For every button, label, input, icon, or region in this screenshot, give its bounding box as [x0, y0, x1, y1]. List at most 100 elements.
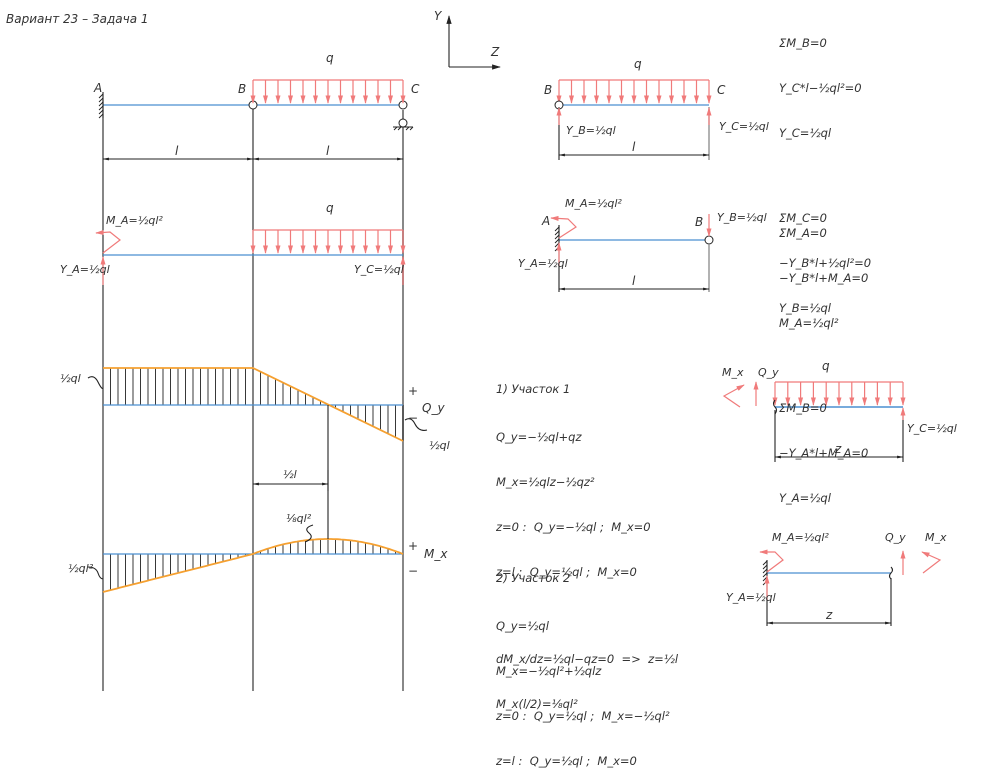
bending-moment-diagram: ⅛ql² ½ql² + − M_x	[68, 470, 448, 593]
section-title: 2) Участок 2	[496, 571, 571, 585]
fixed-support-A	[98, 92, 104, 119]
load-label-q: q	[326, 201, 334, 215]
reaction-label-B: Y_B=½ql	[717, 211, 767, 224]
shear-force-diagram: ½ql ½ql + − Q_y ½l	[60, 367, 450, 491]
point-label-A: A	[93, 81, 102, 95]
shear-curve	[103, 367, 404, 442]
shear-name: Q_y	[422, 401, 445, 415]
mx-label: M_x	[925, 531, 947, 544]
point-label-A: A	[541, 214, 550, 228]
half-l-label: ½l	[283, 468, 297, 481]
leader-line	[87, 376, 104, 389]
distributed-load-q	[556, 79, 712, 104]
equation-line: Y_A=½ql	[779, 491, 831, 505]
equation-line: z=0 : Q_y=½ql ; M_x=−½ql²	[496, 709, 670, 723]
equation-line: z=0 : Q_y=−½ql ; M_x=0	[496, 520, 651, 534]
moment-curve	[102, 538, 404, 593]
equations-BC: ΣM_B=0 Y_C*l−½ql²=0 Y_C=½ql ΣM_C=0 −Y_B*…	[779, 6, 871, 331]
equation-line: ΣM_A=0	[779, 226, 827, 240]
load-label-q: q	[822, 359, 830, 373]
section2-equations: 2) Участок 2 Q_y=½ql M_x=−½ql²+½qlz z=0 …	[496, 541, 670, 784]
moment-label-A: M_A=½ql²	[772, 531, 829, 544]
leader-line	[87, 566, 104, 580]
page-title: Вариант 23 – Задача 1	[6, 12, 149, 26]
sub-beam-BC: q B C Y_B=½ql Y_C=½ql l	[544, 57, 769, 160]
reaction-label-C: Y_C=½ql	[907, 422, 957, 435]
equation-line: dM_x/dz=½ql−qz=0 => z=½l	[496, 652, 679, 666]
moment-arrow-A	[759, 549, 784, 573]
span-label: l	[632, 140, 636, 154]
reactions-diagram: q M_A=½ql² Y_A=½ql Y_C=½ql	[60, 201, 406, 285]
mx-label: M_x	[722, 366, 744, 379]
equation-line: M_A=½ql²	[779, 316, 839, 330]
reaction-label-A: Y_A=½ql	[60, 263, 110, 276]
distributed-load-q	[772, 381, 906, 406]
qy-label: Q_y	[885, 531, 906, 544]
point-label-B: B	[238, 82, 246, 96]
equation-line: z=l : Q_y=½ql ; M_x=0	[496, 565, 637, 579]
load-label-q: q	[634, 57, 642, 71]
moment-plus: +	[408, 539, 418, 553]
shear-minus: −	[408, 411, 418, 425]
point-label-C: C	[411, 82, 420, 96]
cut-mark	[772, 399, 778, 415]
drawing-canvas: Y Z A B C q l l q M_A	[60, 9, 957, 691]
span-label: z	[825, 608, 833, 622]
leader-line	[404, 418, 428, 431]
shear-left-value: ½ql	[60, 372, 81, 385]
equation-spacer	[779, 171, 871, 181]
point-label-B: B	[695, 215, 703, 229]
z-axis-label: Z	[490, 45, 500, 59]
reaction-label-C: Y_C=½ql	[719, 120, 769, 133]
moment-name: M_x	[424, 547, 448, 561]
section1-equations: 1) Участок 1 Q_y=−½ql+qz M_x=½qlz−½qz² z…	[496, 352, 678, 727]
equation-line: Q_y=½ql	[496, 619, 549, 633]
cut-mark	[888, 566, 894, 580]
equation-line: ΣM_C=0	[779, 211, 827, 225]
equation-line: −Y_B*l+½ql²=0	[779, 256, 872, 270]
roller-support-C	[393, 118, 414, 131]
y-axis-label: Y	[434, 9, 443, 23]
point-label-B: B	[544, 83, 552, 97]
equation-line: M_x=−½ql²+½qlz	[496, 664, 602, 678]
qy-label: Q_y	[758, 366, 779, 379]
span-label: z	[834, 442, 842, 456]
equation-line: ΣM_B=0	[779, 36, 827, 50]
distributed-load-q	[250, 79, 406, 104]
moment-arrow	[722, 384, 745, 408]
reaction-label-A: Y_A=½ql	[726, 591, 776, 604]
span-label-AB: l	[175, 144, 179, 158]
hinge-B	[704, 235, 714, 245]
equation-line: z=l : Q_y=½ql ; M_x=0	[496, 754, 637, 768]
moment-max-value: ⅛ql²	[286, 512, 312, 525]
moment-arrow-A	[95, 229, 121, 254]
equation-line: Q_y=−½ql+qz	[496, 430, 582, 444]
equation-line: Y_C=½ql	[779, 126, 832, 140]
equation-line: M_x=½qlz−½qz²	[496, 475, 595, 489]
coordinate-axes: Y Z	[434, 9, 501, 70]
point-label-C: C	[717, 83, 726, 97]
reaction-label-C: Y_C=½ql	[354, 263, 404, 276]
reaction-label-A: Y_A=½ql	[518, 257, 568, 270]
equation-line: ΣM_B=0	[779, 401, 827, 415]
moment-label-A: M_A=½ql²	[565, 197, 622, 210]
span-label-BC: l	[326, 144, 330, 158]
section-title: 1) Участок 1	[496, 382, 571, 396]
moment-label-A: M_A=½ql²	[106, 214, 163, 227]
shear-plus: +	[408, 384, 418, 398]
moment-minus: −	[408, 564, 418, 578]
equation-line: Y_C*l−½ql²=0	[779, 81, 862, 95]
main-beam: A B C q l l	[93, 51, 420, 161]
equation-line: −Y_A*l+M_A=0	[779, 446, 869, 460]
equation-line: −Y_B*l+M_A=0	[779, 271, 869, 285]
moment-hatching	[102, 539, 396, 592]
reaction-label-B: Y_B=½ql	[566, 124, 616, 137]
shear-right-value: ½ql	[429, 439, 450, 452]
distributed-load-q	[250, 229, 406, 254]
section2-sketch: M_A=½ql² Y_A=½ql Q_y M_x z	[726, 531, 947, 626]
moment-left-value: ½ql²	[68, 562, 94, 575]
equation-line: Y_B=½ql	[779, 301, 831, 315]
span-label: l	[632, 274, 636, 288]
equations-AB: ΣM_A=0 −Y_B*l+M_A=0 M_A=½ql² ΣM_B=0 −Y_A…	[779, 196, 868, 521]
shear-hatching	[102, 368, 404, 441]
